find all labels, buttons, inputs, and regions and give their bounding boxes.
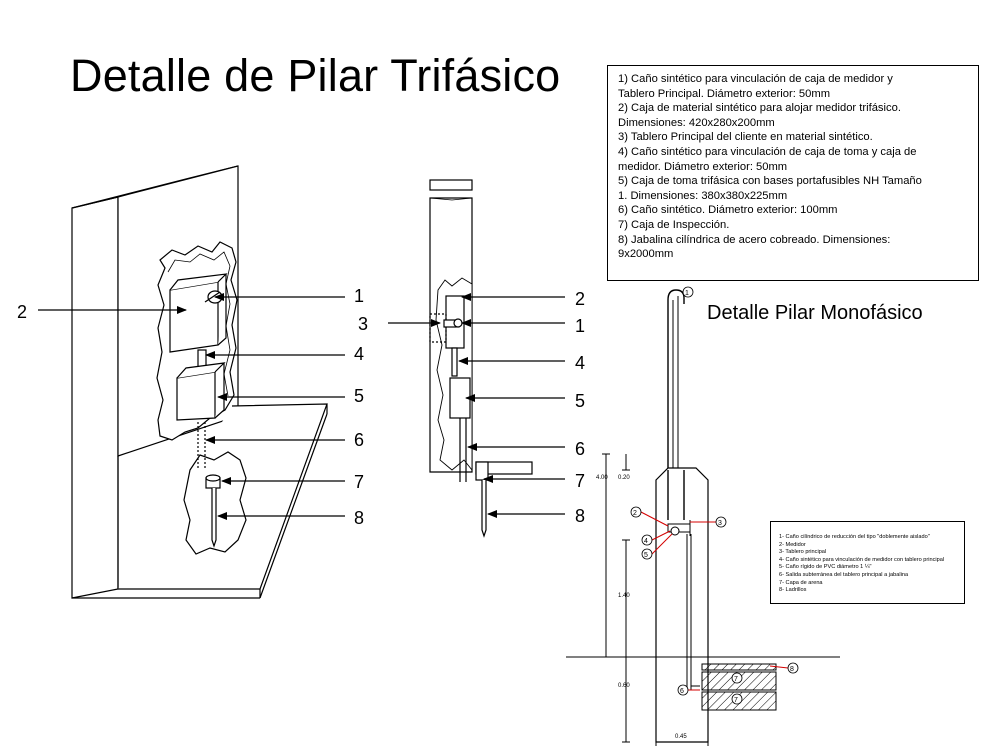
side-label-2: 2 [575, 289, 585, 309]
legend-line: 7) Caja de Inspección. [618, 218, 730, 231]
side-section-view [388, 179, 565, 538]
dim-1-40: 1.40 [618, 593, 630, 599]
label-3: 3 [358, 314, 368, 334]
mono-circle-5: 5 [644, 552, 648, 559]
legend-line: 1) Caño sintético para vinculación de ca… [618, 73, 893, 85]
legend-line: medidor. Diámetro exterior: 50mm [618, 160, 788, 173]
mono-circle-7b: 7 [734, 697, 738, 704]
dim-0-60: 0.60 [618, 683, 630, 689]
dim-0-20: 0.20 [618, 475, 630, 481]
label-2-left: 2 [17, 302, 27, 322]
label-4: 4 [354, 344, 364, 364]
legend-line: 1- Caño cilíndrico de reducción del tipo… [779, 534, 930, 540]
legend-monofasico: 1- Caño cilíndrico de reducción del tipo… [770, 521, 965, 604]
legend-line: 5) Caja de toma trifásica con bases port… [618, 175, 922, 188]
mono-circle-2: 2 [633, 510, 637, 517]
legend-line: 6- Salida subterránea del tablero princi… [779, 571, 909, 578]
side-label-1: 1 [575, 316, 585, 336]
wall-front [71, 196, 119, 599]
legend-line: 4) Caño sintético para vinculación de ca… [618, 145, 917, 158]
legend-line: Dimensiones: 420x280x200mm [618, 116, 775, 129]
label-7: 7 [354, 472, 364, 492]
label-6: 6 [354, 430, 364, 450]
legend-line: 5- Caño rígido de PVC diámetro 1 ¼" [779, 564, 872, 571]
legend-trifasico: 1) Caño sintético para vinculación de ca… [607, 65, 979, 281]
isometric-view [38, 165, 345, 599]
side-label-5: 5 [575, 391, 585, 411]
legend-line: Tablero Principal. Diámetro exterior: 50… [618, 87, 831, 100]
legend-line: 1. Dimensiones: 380x380x225mm [618, 189, 788, 202]
side-label-8: 8 [575, 506, 585, 526]
label-8: 8 [354, 508, 364, 528]
legend-line: 6) Caño sintético. Diámetro exterior: 10… [618, 204, 838, 217]
legend-line: 7- Capa de arena [779, 579, 823, 586]
legend-line: 3- Tablero principal [779, 549, 827, 556]
legend-line: 9x2000mm [618, 248, 674, 261]
legend-line: 2- Medidor [779, 541, 806, 548]
mono-circle-7a: 7 [734, 676, 738, 683]
legend-line: 8) Jabalina cilíndrica de acero cobreado… [618, 233, 891, 246]
mono-circle-1: 1 [685, 290, 689, 297]
mono-circle-6: 6 [680, 688, 684, 695]
side-label-7: 7 [575, 471, 585, 491]
mono-circle-4: 4 [644, 538, 648, 545]
dim-0-45: 0.45 [675, 734, 687, 740]
legend-line: 4- Caño sintético para vinculación de me… [779, 556, 945, 563]
monofasico-view [566, 286, 840, 746]
legend-line: 2) Caja de material sintético para aloja… [618, 102, 901, 115]
label-1: 1 [354, 286, 364, 306]
mono-title: Detalle Pilar Monofásico [707, 302, 923, 324]
legend-line: 3) Tablero Principal del cliente en mate… [618, 131, 873, 144]
label-5: 5 [354, 386, 364, 406]
mono-circle-3: 3 [718, 520, 722, 527]
side-label-4: 4 [575, 353, 585, 373]
mono-circle-8: 8 [790, 666, 794, 673]
dim-4-00: 4.00 [596, 475, 608, 481]
legend-line: 8- Ladrillos [779, 587, 807, 594]
side-label-6: 6 [575, 439, 585, 459]
socket-box [176, 371, 216, 421]
page-title: Detalle de Pilar Trifásico [70, 50, 561, 101]
